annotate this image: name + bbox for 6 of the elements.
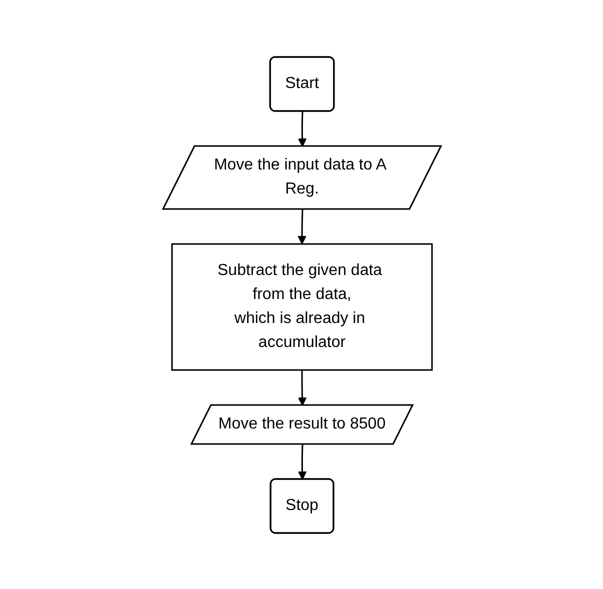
arrow [297,110,306,146]
flowchart-drawing: Start Move the input data to A Reg. Subtract the given data from the data, which is already in accumulator Move the result to 8500 Stop [154,48,448,540]
arrow [297,444,306,480]
arrow [297,208,306,244]
node-box [170,242,432,370]
arrow [297,370,306,406]
